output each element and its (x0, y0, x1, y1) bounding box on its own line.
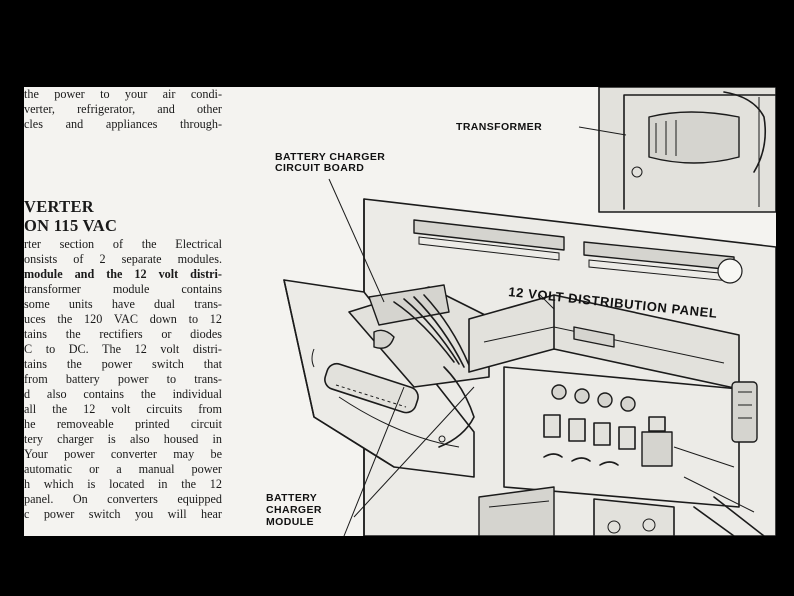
body-line: some units have dual trans- (24, 297, 222, 311)
transformer-drawing (598, 87, 776, 213)
body-line: panel. On converters equipped (24, 492, 222, 506)
body-line: transformer module contains (24, 282, 222, 296)
body-line: uces the 120 VAC down to 12 (24, 312, 222, 326)
transformer-callout: TRANSFORMER (456, 121, 543, 133)
body-line: tains the power switch that (24, 357, 222, 371)
converter-illustration: TRANSFORMER BATTERY CHARGER CIRCUIT BOAR… (254, 87, 776, 536)
circuit-board-callout-line-1: BATTERY CHARGER (275, 151, 386, 163)
body-line: all the 12 volt circuits from (24, 402, 222, 416)
section-heading-line-2: ON 115 VAC (24, 216, 118, 235)
module-callout-line-1: BATTERY (266, 492, 318, 504)
body-line: automatic or a manual power (24, 462, 222, 476)
body-line: onsists of 2 separate modules. (24, 252, 222, 266)
body-line: c power switch you will hear (24, 507, 222, 521)
body-line: Your power converter may be (24, 447, 222, 461)
manual-page: the power to your air condi- verter, ref… (24, 87, 776, 536)
body-line: tains the rectifiers or diodes (24, 327, 222, 341)
circuit-board-callout-line-2: CIRCUIT BOARD (275, 162, 365, 174)
body-line: h which is located in the 12 (24, 477, 222, 491)
body-line: from battery power to trans- (24, 372, 222, 386)
module-callout-line-3: MODULE (266, 516, 314, 528)
body-line: module and the 12 volt distri- (24, 267, 222, 281)
body-line: tery charger is also housed in (24, 432, 222, 446)
distribution-panel-drawing (468, 294, 758, 513)
lower-components-drawing (343, 386, 765, 536)
callout-leaders (328, 126, 627, 518)
body-line: he removeable printed circuit (24, 417, 222, 431)
module-callout-line-2: CHARGER (266, 504, 322, 516)
circuit-board-drawing (348, 284, 490, 448)
text-line: cles and appliances through- (24, 117, 222, 131)
battery-charger-module-drawing (283, 279, 475, 478)
text-line: verter, refrigerator, and other (24, 102, 222, 116)
converter-drawing (283, 87, 776, 536)
body-line: rter section of the Electrical (24, 237, 222, 251)
text-line: the power to your air condi- (24, 87, 222, 101)
section-heading-line-1: VERTER (24, 197, 94, 216)
body-line: C to DC. The 12 volt distri- (24, 342, 222, 356)
body-line: d also contains the individual (24, 387, 222, 401)
